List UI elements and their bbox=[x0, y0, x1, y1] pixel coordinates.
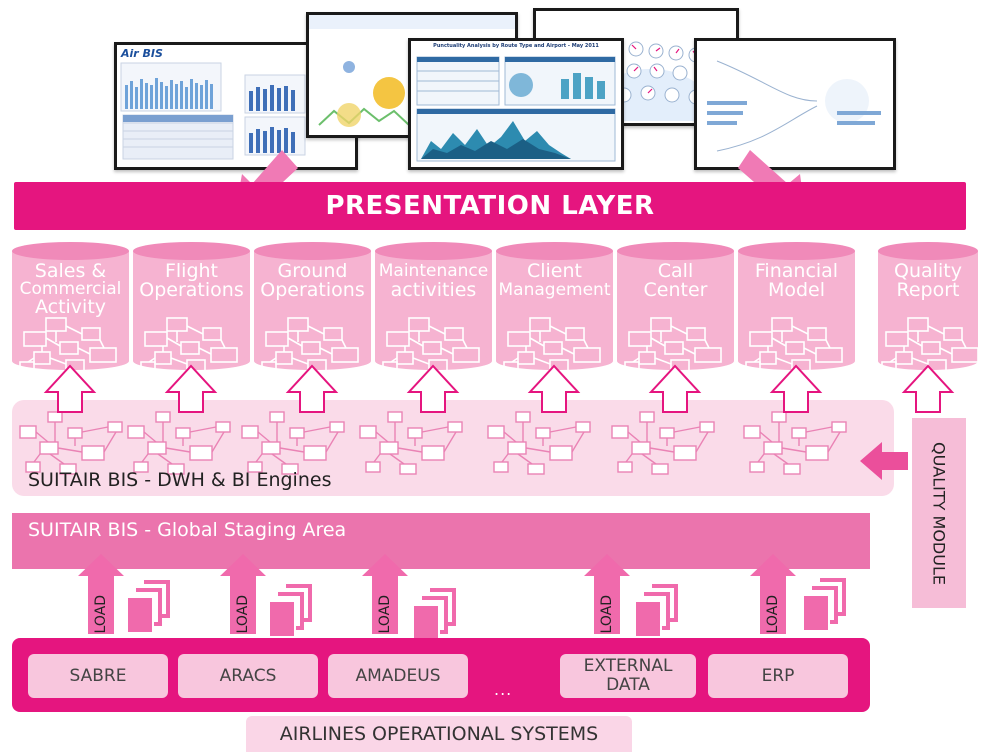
more-sources-ellipsis: ... bbox=[494, 680, 513, 699]
load-label: LOAD bbox=[93, 594, 109, 634]
load-label: LOAD bbox=[235, 594, 251, 634]
datamart-label: Ground Operations bbox=[254, 262, 371, 300]
arrow-up-icon bbox=[750, 554, 796, 634]
datamart-label: Quality Report bbox=[878, 262, 978, 300]
arrow-up-icon bbox=[78, 554, 124, 634]
source-label: SABRE bbox=[69, 665, 127, 686]
quality-module-label: QUALITY MODULE bbox=[929, 441, 949, 585]
source-aracs: ARACS bbox=[178, 654, 318, 698]
datamart-ground-operations: Ground Operations bbox=[254, 242, 371, 370]
source-sabre: SABRE bbox=[28, 654, 168, 698]
datamart-label-line: Client bbox=[526, 260, 582, 282]
datamart-label-line: Operations bbox=[139, 279, 244, 301]
datamart-financial-model: Financial Model bbox=[738, 242, 855, 370]
staging-label: SUITAIR BIS - Global Staging Area bbox=[28, 519, 347, 541]
load-arrow: LOAD bbox=[220, 554, 266, 638]
dashboard-screenshot-punctuality: Punctuality Analysis by Route Type and A… bbox=[408, 38, 624, 170]
global-staging-area bbox=[12, 513, 870, 569]
arrow-up-icon bbox=[220, 554, 266, 634]
datamart-label-line: Management bbox=[498, 280, 611, 300]
datamart-maintenance: Maintenance activities bbox=[375, 242, 492, 370]
datamart-label-line: Flight bbox=[164, 260, 219, 282]
arrow-left-icon bbox=[860, 442, 908, 480]
quality-module: QUALITY MODULE bbox=[912, 418, 966, 608]
source-label: ERP bbox=[761, 665, 795, 686]
arrow-up-icon bbox=[584, 554, 630, 634]
documents-icon bbox=[126, 580, 170, 634]
datamart-label-line: Ground bbox=[277, 260, 348, 282]
dashboard-screenshot-mindmap bbox=[694, 38, 896, 170]
datamart-label-line: Sales & bbox=[34, 260, 107, 282]
load-arrow: LOAD bbox=[750, 554, 796, 638]
documents-icon bbox=[634, 584, 678, 638]
area-chart-thumbnail bbox=[416, 56, 616, 162]
source-label: EXTERNAL bbox=[583, 656, 673, 676]
source-label: ARACS bbox=[219, 665, 277, 686]
datamart-label-line: Model bbox=[767, 279, 826, 301]
datamart-label: Sales & Commercial Activity bbox=[12, 262, 129, 317]
datamart-label-line: Commercial bbox=[19, 279, 122, 299]
load-label: LOAD bbox=[599, 594, 615, 634]
bubble-chart-thumbnail bbox=[309, 15, 515, 127]
arrow-up-icon bbox=[903, 365, 953, 413]
documents-icon bbox=[412, 588, 456, 642]
datamart-label-line: Financial bbox=[754, 260, 839, 282]
presentation-layer-label: PRESENTATION LAYER bbox=[325, 191, 655, 221]
load-label: LOAD bbox=[765, 594, 781, 634]
datamart-label: Financial Model bbox=[738, 262, 855, 300]
source-label: DATA bbox=[606, 675, 650, 695]
datamart-label-line: Center bbox=[643, 279, 708, 301]
datamart-label-line: activities bbox=[390, 279, 477, 301]
datamart-label-line: Operations bbox=[260, 279, 365, 301]
source-label: AMADEUS bbox=[355, 665, 441, 686]
load-arrow: LOAD bbox=[584, 554, 630, 638]
airbis-logo: Air BIS bbox=[121, 47, 163, 60]
punctuality-title: Punctuality Analysis by Route Type and A… bbox=[433, 43, 599, 49]
datamart-client-management: Client Management bbox=[496, 242, 613, 370]
documents-icon bbox=[268, 584, 312, 638]
load-arrow: LOAD bbox=[362, 554, 408, 638]
datamart-flight-operations: Flight Operations bbox=[133, 242, 250, 370]
datamart-label: Flight Operations bbox=[133, 262, 250, 300]
engines-label: SUITAIR BIS - DWH & BI Engines bbox=[28, 469, 332, 491]
airlines-operational-systems-label: AIRLINES OPERATIONAL SYSTEMS bbox=[246, 716, 632, 752]
datamart-sales: Sales & Commercial Activity bbox=[12, 242, 129, 370]
source-amadeus: AMADEUS bbox=[328, 654, 468, 698]
datamart-quality-report: Quality Report bbox=[878, 242, 978, 370]
datamart-label: Call Center bbox=[617, 262, 734, 300]
mindmap-thumbnail bbox=[707, 60, 881, 152]
load-arrow: LOAD bbox=[78, 554, 124, 638]
datamart-label-line: Maintenance bbox=[378, 261, 489, 281]
presentation-layer-bar: PRESENTATION LAYER bbox=[14, 182, 966, 230]
source-erp: ERP bbox=[708, 654, 848, 698]
documents-icon bbox=[802, 578, 846, 632]
load-label: LOAD bbox=[377, 594, 393, 634]
source-external-data: EXTERNAL DATA bbox=[560, 654, 696, 698]
datamart-label: Maintenance activities bbox=[375, 262, 492, 300]
datamart-label-line: Call bbox=[657, 260, 694, 282]
datamart-label: Client Management bbox=[496, 262, 613, 300]
datamart-label-line: Activity bbox=[34, 296, 107, 318]
datamart-label-line: Report bbox=[896, 279, 960, 301]
datamart-label-line: Quality bbox=[894, 260, 962, 282]
footer-label: AIRLINES OPERATIONAL SYSTEMS bbox=[279, 723, 599, 745]
arrow-up-icon bbox=[362, 554, 408, 634]
datamart-call-center: Call Center bbox=[617, 242, 734, 370]
